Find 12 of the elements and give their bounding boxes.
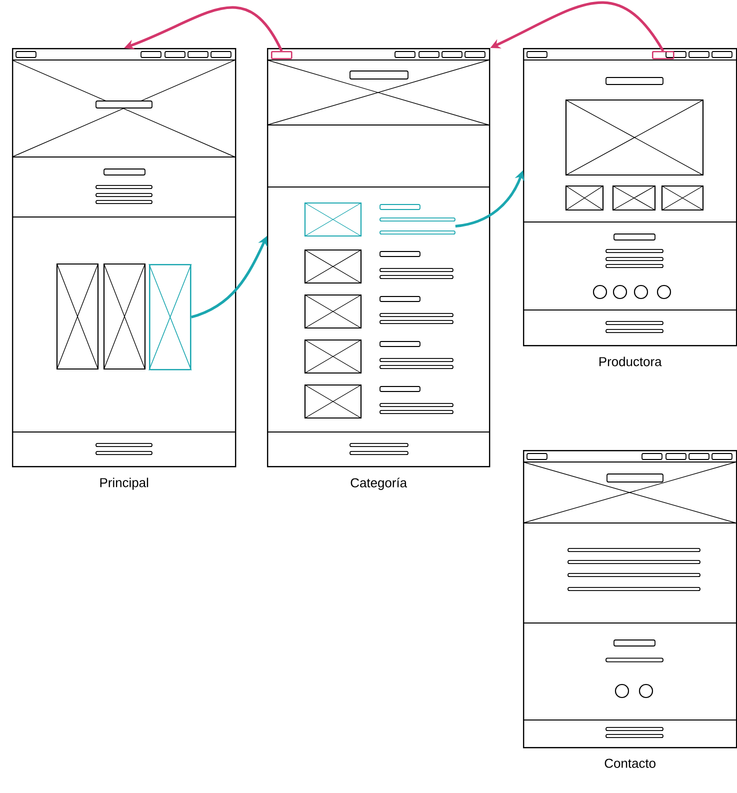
image-placeholder — [148, 264, 192, 371]
node-label: Principal — [100, 478, 148, 490]
text-lines — [380, 217, 456, 235]
page-wireframe: Productora — [523, 48, 737, 366]
page-wireframe: Principal — [12, 48, 236, 490]
nav-button — [652, 51, 674, 60]
node-label: Categoría — [350, 478, 408, 490]
page-wireframe: Categoría — [267, 48, 490, 490]
node-label: Contacto — [604, 758, 656, 768]
page-wireframe: Contacto — [523, 450, 737, 768]
nav-button — [271, 51, 292, 60]
node-label: Productora — [599, 356, 662, 366]
